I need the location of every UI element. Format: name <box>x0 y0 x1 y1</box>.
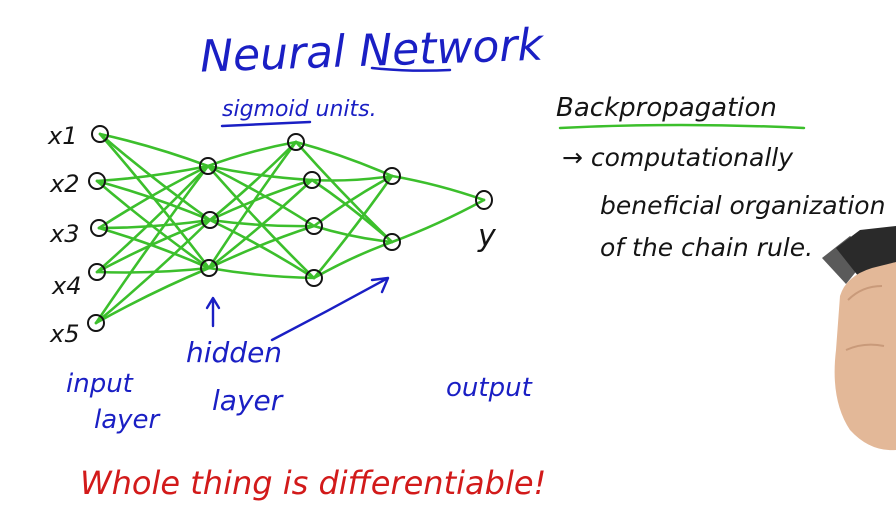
forward-arrow <box>270 276 390 342</box>
hidden-label: hidden <box>186 336 282 369</box>
sigmoid-underline <box>220 120 312 128</box>
edge-l1-2-to-0 <box>207 140 298 270</box>
edge-l2-2-to-0 <box>312 174 394 228</box>
edge-l0-2-to-1 <box>97 218 212 230</box>
node-layer2-2 <box>305 217 323 235</box>
input-label-x1: x1 <box>47 122 77 150</box>
backprop-line-2: beneficial organization <box>600 191 885 220</box>
node-layer1-2 <box>200 259 218 277</box>
edge-l0-4-to-2 <box>94 266 211 325</box>
node-layer0-1 <box>88 172 106 190</box>
edge-l1-1-to-1 <box>208 178 314 222</box>
edge-l1-1-to-3 <box>208 218 316 280</box>
footer-statement: Whole thing is differentiable! <box>80 464 546 502</box>
edge-l2-0-to-0 <box>294 140 394 178</box>
node-layer0-4 <box>87 314 105 332</box>
backprop-heading: Backpropagation <box>556 93 777 123</box>
edge-l3-0-to-0 <box>390 174 486 202</box>
output-label-y: y <box>477 219 497 254</box>
edge-l2-1-to-1 <box>310 178 394 244</box>
backprop-line-1: → computationally <box>562 143 794 172</box>
edge-l1-2-to-3 <box>207 266 316 280</box>
input-label-x2: x2 <box>49 170 79 198</box>
node-layer1-0 <box>199 157 217 175</box>
edge-l0-4-to-1 <box>94 218 212 325</box>
network-edges <box>94 132 486 325</box>
edge-l0-0-to-1 <box>98 132 212 222</box>
edge-l0-2-to-2 <box>97 226 211 270</box>
edge-l0-0-to-2 <box>98 132 211 270</box>
edge-l2-3-to-1 <box>312 240 394 280</box>
input-layer-label: layer <box>94 405 162 435</box>
edge-l0-2-to-0 <box>97 164 210 230</box>
hand-with-marker <box>822 226 896 451</box>
hidden-layer-label: layer <box>212 384 284 417</box>
node-layer0-3 <box>88 263 106 281</box>
backprop-underline <box>558 123 806 130</box>
node-layer4-0 <box>475 190 493 210</box>
edge-l1-2-to-2 <box>207 224 316 270</box>
edge-l2-3-to-0 <box>312 174 394 280</box>
input-label-x4: x4 <box>51 272 81 300</box>
node-layer2-3 <box>305 269 323 287</box>
edge-l0-1-to-1 <box>95 179 212 222</box>
edge-l2-1-to-0 <box>310 174 394 182</box>
backprop-line-3: of the chain rule. <box>600 233 813 262</box>
title-underline <box>370 66 452 72</box>
edge-l0-4-to-0 <box>94 164 210 325</box>
edge-l1-2-to-1 <box>207 178 314 270</box>
input-label: input <box>66 369 134 399</box>
page-title: Neural Network <box>199 20 545 83</box>
node-layer2-1 <box>303 171 321 189</box>
hidden-up-arrow <box>205 296 221 328</box>
edge-l0-1-to-0 <box>95 164 210 183</box>
sigmoid-units-label: sigmoid units. <box>222 97 377 122</box>
node-layer0-0 <box>91 125 109 143</box>
edge-l0-0-to-0 <box>98 132 210 168</box>
node-layer1-1 <box>201 211 219 229</box>
edge-l1-1-to-0 <box>208 140 298 222</box>
network-nodes <box>87 125 493 332</box>
edge-l1-0-to-2 <box>206 164 316 228</box>
edge-l3-1-to-0 <box>390 198 486 244</box>
node-layer3-0 <box>383 167 401 185</box>
node-layer0-2 <box>90 219 108 237</box>
node-layer2-0 <box>287 133 305 151</box>
input-label-x3: x3 <box>49 220 79 248</box>
edge-l0-3-to-1 <box>95 218 212 274</box>
input-label-x5: x5 <box>49 320 79 348</box>
node-layer3-1 <box>383 233 401 251</box>
output-layer-label: output <box>446 373 533 403</box>
edge-l0-3-to-0 <box>95 164 210 274</box>
